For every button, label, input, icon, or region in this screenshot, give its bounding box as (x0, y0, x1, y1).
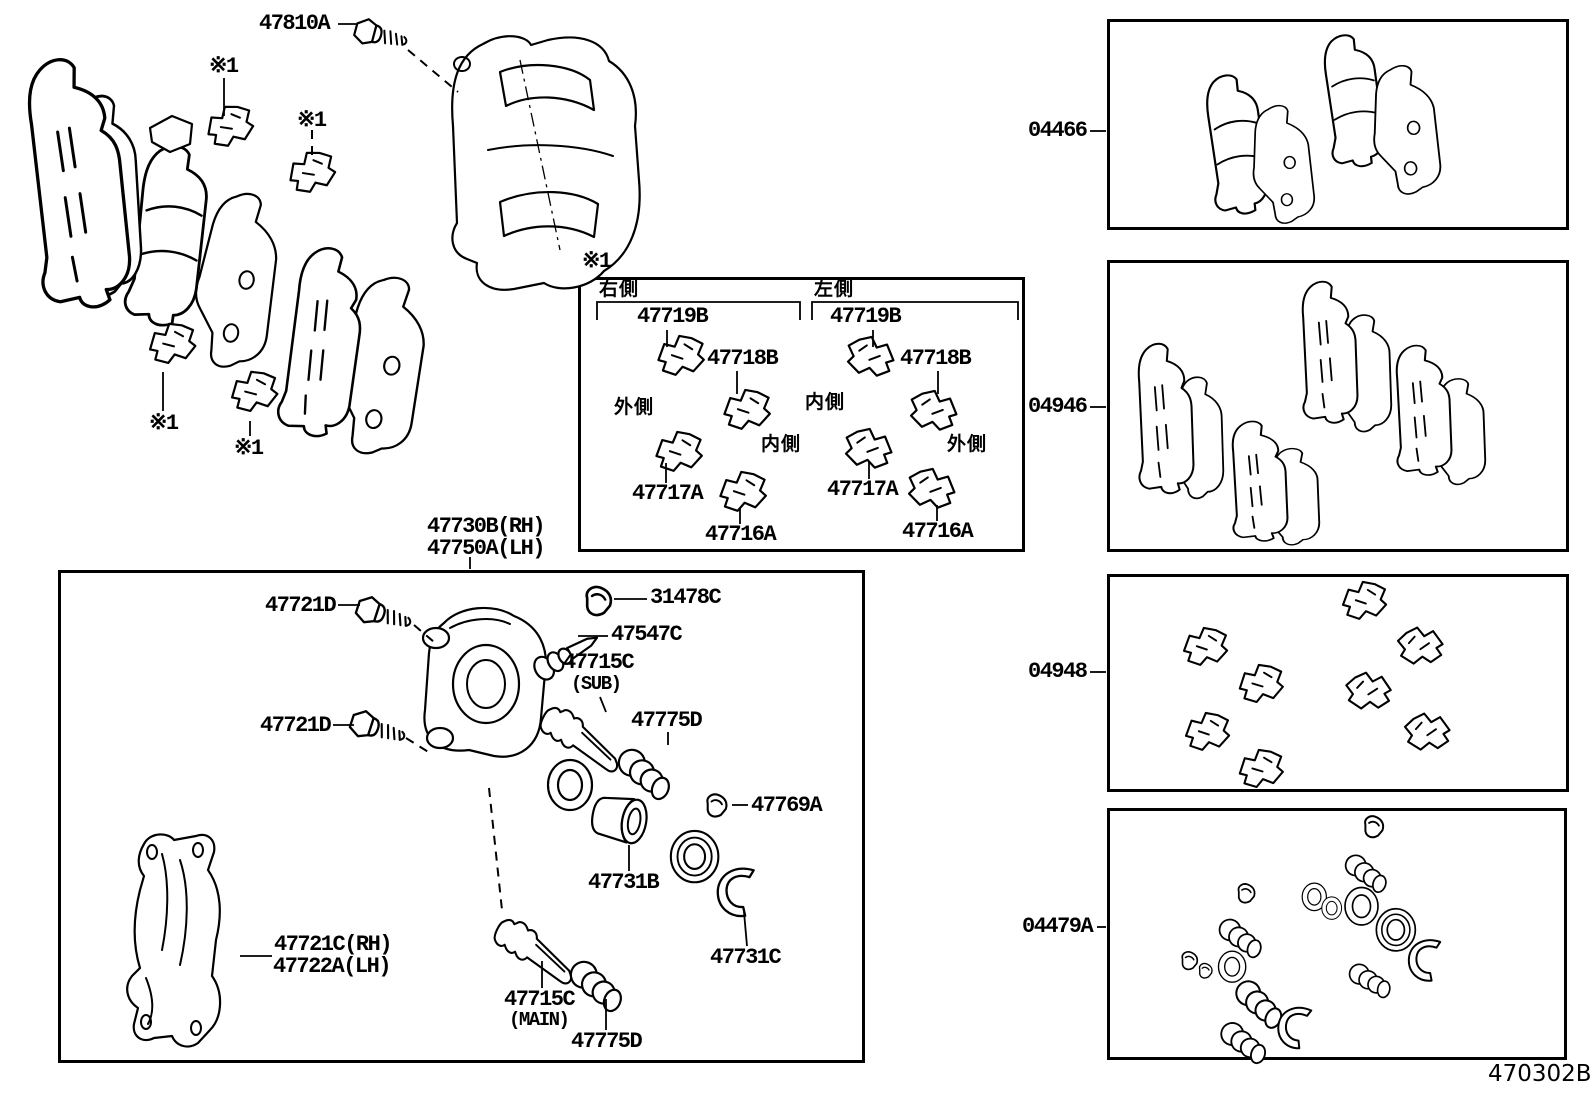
inset-outer-label-left: 外側 (947, 433, 988, 455)
part-label-main-note: (MAIN) (509, 1009, 570, 1031)
note-marker: ※1 (582, 249, 612, 274)
pad-kit-box-frame (1107, 19, 1569, 230)
cylinder-assembly-box-frame (58, 570, 865, 1063)
pad-kit-drawing (1201, 31, 1443, 226)
pad-clip-drawing (200, 98, 259, 152)
pad-clip-drawing (226, 366, 282, 416)
part-label-47810a: 47810A (259, 11, 331, 36)
inset-inner-label-right: 内側 (761, 433, 802, 455)
note-marker: ※1 (149, 411, 179, 436)
inset-right-side-label: 右側 (599, 278, 640, 300)
kit-label-04466: 04466 (1028, 118, 1088, 143)
inset-left-side-label: 左側 (814, 278, 855, 300)
shim-kit-box-frame (1107, 260, 1569, 552)
part-label-47731c: 47731C (710, 945, 782, 970)
part-label-47775d-upper: 47775D (631, 708, 703, 733)
part-label-47715c-sub: 47715C (563, 650, 635, 675)
part-label-47721c-rh: 47721C(RH) (274, 932, 393, 957)
part-label-47547c: 47547C (611, 622, 683, 647)
exploded-pads-drawing (24, 15, 442, 463)
clip-detail-inset-frame (578, 277, 1025, 552)
shim-kit-drawing (1137, 280, 1487, 546)
kit-label-04479a: 04479A (1022, 914, 1094, 939)
part-label-47719b-left: 47719B (830, 304, 902, 329)
part-label-47719b-right: 47719B (637, 304, 709, 329)
part-label-47715c-main: 47715C (504, 987, 576, 1012)
mount-bolt-drawing (351, 15, 411, 56)
part-label-47731b: 47731B (588, 870, 660, 895)
part-label-sub-note: (SUB) (571, 673, 622, 695)
caliper-drawing (451, 35, 641, 291)
fitting-kit-box-frame (1107, 574, 1569, 792)
leader-lines (162, 23, 1106, 1030)
caliper-assembly-drawing (346, 585, 755, 1015)
mounting-bracket-drawing (126, 833, 222, 1048)
diagram-code: 470302B (1488, 1061, 1592, 1087)
part-label-47718b-left: 47718B (900, 346, 972, 371)
note-marker: ※1 (297, 108, 327, 133)
note-marker: ※1 (209, 54, 239, 79)
kit-label-04946: 04946 (1028, 394, 1088, 419)
part-label-47721d-upper: 47721D (265, 593, 337, 618)
part-label-47716a-left: 47716A (902, 519, 974, 544)
part-label-47718b-right: 47718B (707, 346, 779, 371)
part-label-47717a-right: 47717A (632, 481, 704, 506)
kit-label-04948: 04948 (1028, 659, 1088, 684)
part-label-47722a-lh: 47722A(LH) (273, 954, 392, 979)
part-label-47716a-right: 47716A (705, 522, 777, 547)
part-label-47750a-lh: 47750A(LH) (427, 536, 546, 561)
note-marker: ※1 (234, 436, 264, 461)
fitting-kit-drawing (1180, 577, 1453, 791)
part-label-47769a: 47769A (751, 793, 823, 818)
pad-clip-drawing (144, 318, 200, 368)
inset-outer-label-right: 外側 (614, 396, 655, 418)
inset-clip-drawing (596, 301, 1019, 514)
wear-indicator-drawing (148, 114, 194, 154)
part-label-47775d-lower: 47775D (571, 1029, 643, 1054)
part-label-47730b-rh: 47730B(RH) (427, 514, 546, 539)
part-label-47717a-left: 47717A (827, 477, 899, 502)
part-label-47721d-lower: 47721D (260, 713, 332, 738)
cylinder-repair-kit-drawing (1181, 815, 1442, 1066)
part-label-31478c: 31478C (650, 585, 722, 610)
inset-inner-label-left: 内側 (805, 391, 846, 413)
cylinder-kit-box-frame (1107, 808, 1567, 1060)
